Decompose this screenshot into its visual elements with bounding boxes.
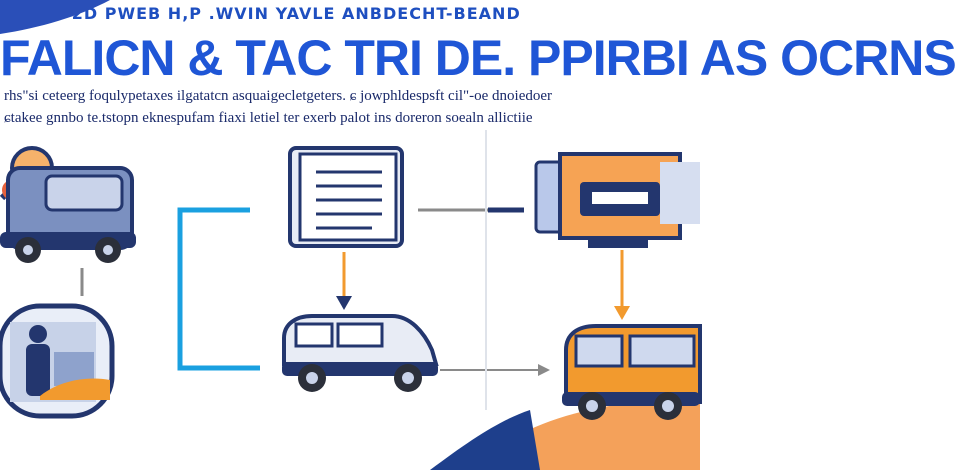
corner-swoosh [0,0,110,34]
checklist-icon [288,146,404,248]
bottom-swoosh-navy [430,410,540,470]
worker-icon [0,303,115,419]
diagram-top-line: ᵋ 2D PWEB H,P .WVIN YAVLE ANBDECHT-BEAND [58,4,521,23]
bracket-connector [177,207,260,371]
arrow-head-down-1 [336,296,352,310]
diagram-canvas [0,0,702,470]
minivan-icon [282,314,439,392]
diagram-subtitle-line-1: rhs"si ceteerg foqulypetaxes ilgatatcn a… [4,88,553,104]
van-icon [0,166,136,263]
minibus-icon [562,324,702,420]
diagram-subtitle-line-2: ɕtakee gnnbo te.tstopn eknespufam fiaxi … [4,110,533,126]
diagram-title: FALICN & TAC TRI DE. PPIRBI AS OCRNS [0,30,956,86]
arrow-head-right [538,364,550,376]
arrow-head-down-2 [614,306,630,320]
computer-monitor-icon [534,152,700,248]
